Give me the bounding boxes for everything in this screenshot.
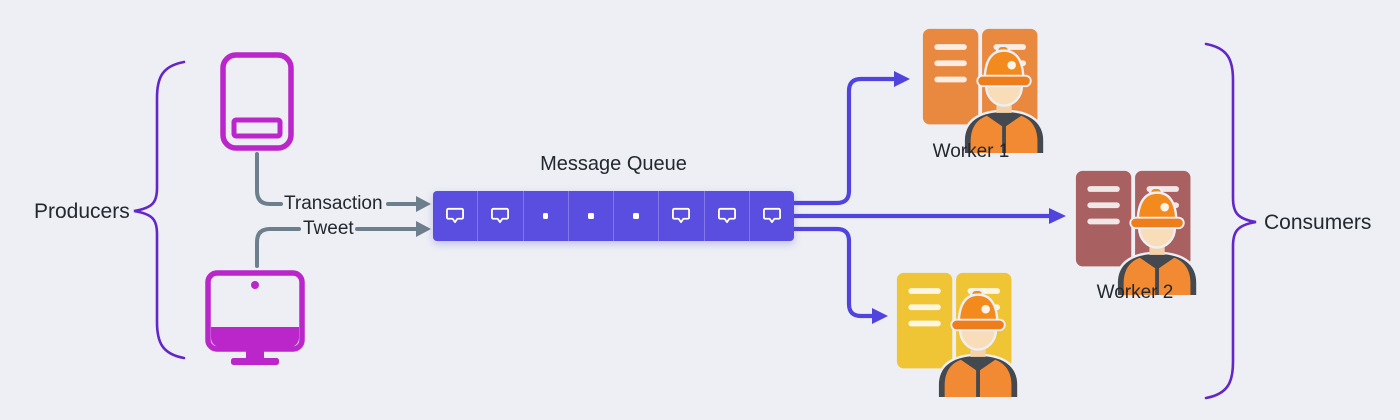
pending-slot-dot-icon (542, 213, 549, 219)
consumers-label: Consumers (1264, 211, 1372, 234)
pending-slot-dot-icon (633, 213, 639, 219)
monitor-to-tweet-connector (255, 227, 301, 268)
queue-cell (478, 191, 524, 241)
worker2-label: Worker 2 (1096, 282, 1174, 303)
message-icon (491, 207, 510, 224)
queue-to-worker3-line (791, 226, 875, 319)
queue-cell (433, 191, 479, 241)
queue-cell (524, 191, 569, 241)
queue-cell (569, 191, 614, 241)
desktop-computer-icon (205, 270, 305, 365)
message-icon (717, 207, 736, 224)
producers-brace (133, 60, 186, 360)
construction-worker-icon (936, 288, 1020, 400)
message-queue-bar (433, 191, 794, 241)
queue-to-worker1-arrowhead (894, 71, 910, 87)
flow-label-tweet: Tweet (303, 218, 354, 239)
construction-worker-icon (1115, 186, 1199, 298)
phone-to-transaction-connector (255, 152, 283, 206)
message-icon (446, 207, 465, 224)
producers-label: Producers (34, 200, 130, 223)
worker-icon (1075, 170, 1199, 298)
tweet-arrowhead (416, 221, 431, 237)
construction-worker-icon (962, 44, 1046, 156)
queue-cell (705, 191, 750, 241)
pending-slot-dot-icon (588, 213, 594, 219)
queue-to-worker1-line (791, 76, 897, 206)
consumers-brace (1204, 42, 1257, 400)
worker2-icon-group (1074, 169, 1200, 298)
worker-icon (896, 272, 1020, 400)
queue-title: Message Queue (540, 153, 687, 175)
flow-label-transaction: Transaction (284, 193, 383, 214)
smartphone-icon (220, 52, 294, 151)
worker1-label: Worker 1 (932, 141, 1010, 162)
message-icon (672, 207, 691, 224)
message-icon (762, 207, 781, 224)
transaction-arrowhead (416, 196, 431, 212)
worker3-icon-group (895, 271, 1021, 400)
worker-icon (922, 28, 1046, 156)
queue-cell (659, 191, 705, 241)
queue-cell (750, 191, 794, 241)
queue-to-worker2-arrowhead (1049, 208, 1066, 224)
queue-to-worker3-arrowhead (872, 308, 888, 324)
queue-cell (614, 191, 660, 241)
worker1-icon-group (921, 27, 1047, 156)
